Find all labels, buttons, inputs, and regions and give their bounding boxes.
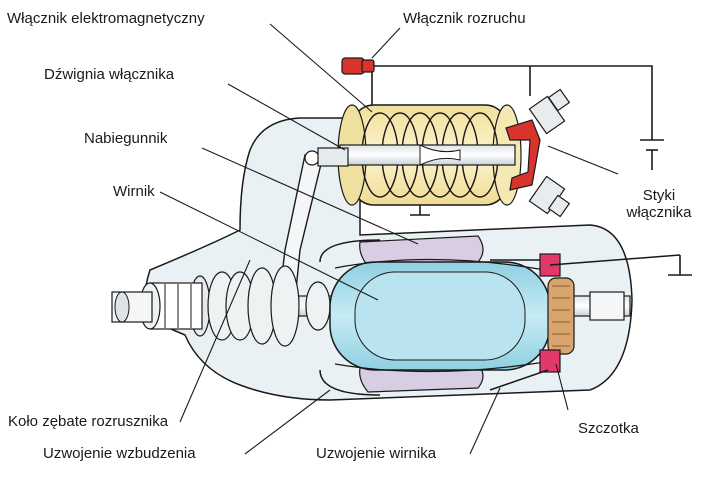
terminal-bolt-top xyxy=(528,88,571,135)
pinion-gear xyxy=(111,275,211,337)
brush-bottom xyxy=(539,349,561,373)
label-dzwignia-wlacznika: Dźwignia włącznika xyxy=(44,66,175,83)
label-wirnik: Wirnik xyxy=(113,183,155,200)
terminal-bolt-bottom xyxy=(528,175,571,218)
clutch xyxy=(207,265,331,347)
commutator xyxy=(547,277,575,355)
label-styki-line1: Styki xyxy=(642,187,676,204)
armature-winding xyxy=(334,258,546,373)
label-wlacznik-rozruchu: Włącznik rozruchu xyxy=(403,10,526,27)
label-styki-line2: włącznika xyxy=(626,204,692,221)
label-uzwojenie-wirnika: Uzwojenie wirnika xyxy=(316,445,437,462)
label-uzwojenie-wzbudzenia: Uzwojenie wzbudzenia xyxy=(43,445,196,462)
label-styki-wlacznika: Styki włącznika xyxy=(614,187,704,221)
circuit-wiring xyxy=(371,65,692,276)
leader-lines xyxy=(159,23,619,455)
switch-contact-red xyxy=(505,119,541,191)
field-winding-wire xyxy=(319,239,681,396)
label-nabiegunnik: Nabiegunnik xyxy=(84,130,168,147)
label-szczotka: Szczotka xyxy=(578,420,639,437)
start-switch-terminal xyxy=(341,57,375,75)
label-wlacznik-elektromagnetyczny: Włącznik elektromagnetyczny xyxy=(7,10,205,27)
label-kolo-zebate-rozrusznika: Koło zębate rozrusznika xyxy=(8,413,169,430)
